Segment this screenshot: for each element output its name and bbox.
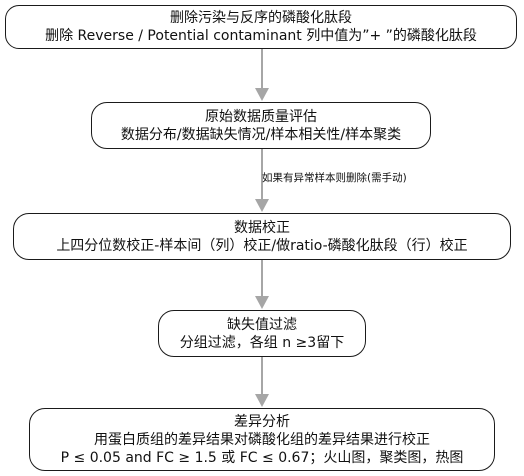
node-detail: 删除 Reverse / Potential contaminant 列中值为”… [45,28,477,44]
arrow-head-4 [255,394,269,407]
node-title: 删除污染与反序的磷酸化肽段 [170,10,352,26]
node-criteria: P ≤ 0.05 and FC ≥ 1.5 或 FC ≤ 0.67；火山图，聚类… [60,449,464,466]
node-filter-contaminants: 删除污染与反序的磷酸化肽段 删除 Reverse / Potential con… [5,5,517,49]
node-detail: 用蛋白质组的差异结果对磷酸化组的差异结果进行校正 [94,431,430,448]
node-missing-filter: 缺失值过滤 分组过滤，各组 n ≥3留下 [158,310,366,357]
node-differential: 差异分析 用蛋白质组的差异结果对磷酸化组的差异结果进行校正 P ≤ 0.05 a… [29,408,495,471]
arrow-head-1 [255,88,269,101]
node-detail: 上四分位数校正-样本间（列）校正/做ratio-磷酸化肽段（行）校正 [56,237,468,254]
edge-label-remove-outliers: 如果有异常样本则删除(需手动) [262,172,407,184]
node-detail: 数据分布/数据缺失情况/样本相关性/样本聚类 [120,126,402,143]
node-title: 差异分析 [234,413,290,430]
node-title: 原始数据质量评估 [205,108,317,125]
node-raw-quality: 原始数据质量评估 数据分布/数据缺失情况/样本相关性/样本聚类 [91,102,431,149]
node-normalization: 数据校正 上四分位数校正-样本间（列）校正/做ratio-磷酸化肽段（行）校正 [13,213,511,260]
arrow-head-2 [255,199,269,212]
node-detail: 分组过滤，各组 n ≥3留下 [179,334,345,351]
arrow-head-3 [255,296,269,309]
node-title: 缺失值过滤 [227,316,297,333]
edge-group [255,49,269,407]
node-title: 数据校正 [234,219,290,236]
